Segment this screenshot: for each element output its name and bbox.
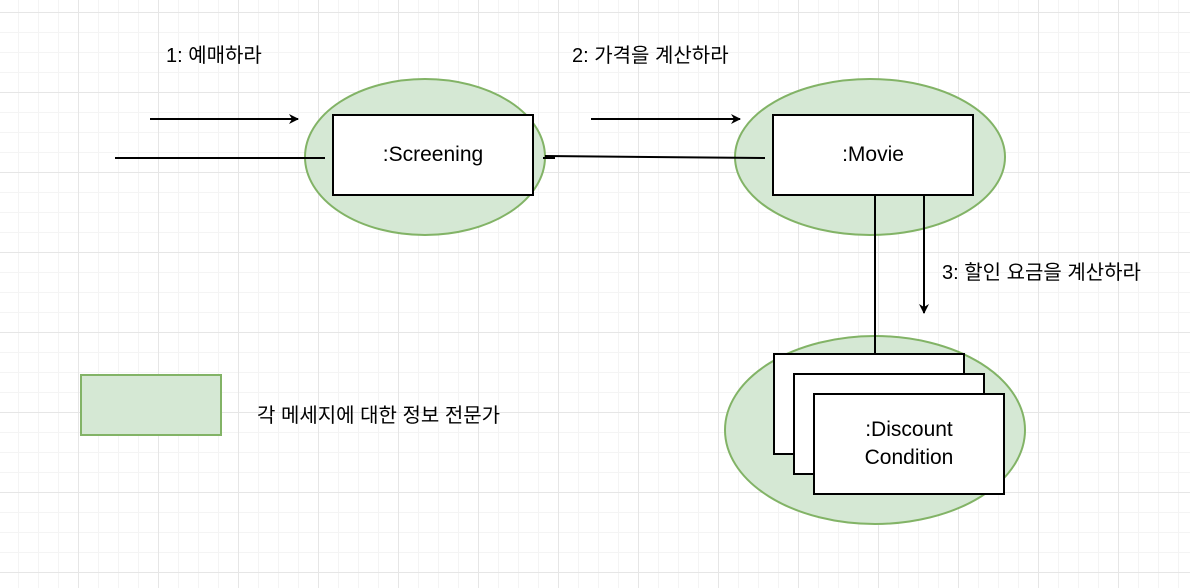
message-1-label: 1: 예매하라 bbox=[166, 45, 262, 67]
screening-label: :Screening bbox=[333, 115, 533, 195]
discount-condition-label: :Discount Condition bbox=[814, 394, 1004, 494]
discount-label-line2: Condition bbox=[864, 446, 954, 469]
screening-box bbox=[332, 114, 534, 196]
message-3-label: 3: 할인 요금을 계산하라 bbox=[942, 262, 1141, 284]
discount-label-line1: :Discount bbox=[865, 418, 953, 441]
legend-label: 각 메세지에 대한 정보 전문가 bbox=[257, 405, 501, 427]
movie-box bbox=[772, 114, 974, 196]
message-2-label: 2: 가격을 계산하라 bbox=[572, 45, 729, 67]
screening-label-text: :Screening bbox=[382, 143, 484, 166]
screening-movie-link bbox=[544, 155, 766, 159]
movie-label-text: :Movie bbox=[842, 143, 904, 166]
discount-box-front bbox=[813, 393, 1005, 495]
movie-label: :Movie bbox=[773, 115, 973, 195]
legend-swatch bbox=[80, 374, 222, 436]
